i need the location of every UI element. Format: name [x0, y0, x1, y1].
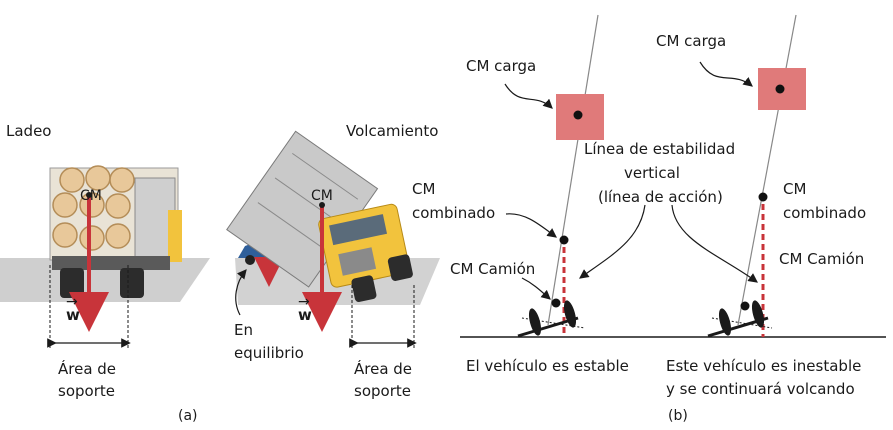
- cm-combined-2-line2: combinado: [783, 204, 866, 222]
- caption-b: (b): [668, 408, 688, 424]
- panel-a: Ladeo Volcamiento CM CM w w → → Área de …: [0, 122, 440, 424]
- truck-cm-dot-2: [740, 301, 750, 311]
- cm-dot-left: [86, 192, 92, 198]
- stability-line-text-2: vertical: [624, 164, 680, 182]
- cm-combined-1-line2: combinado: [412, 204, 495, 222]
- panel-b: CM carga CM carga CM combinado CM combin…: [412, 14, 886, 424]
- support-left-line1: Área de: [58, 359, 116, 378]
- load-cm-dot-2: [775, 84, 785, 94]
- log-truck: [49, 165, 182, 298]
- tilted-axis-2: [737, 14, 797, 326]
- weight-label-right: w: [298, 306, 312, 324]
- cm-label-left: CM: [80, 188, 102, 204]
- pointer-stability-1: [579, 204, 646, 279]
- cm-dot-right: [319, 202, 325, 208]
- axle-1: [517, 300, 586, 338]
- cm-truck-label-1: CM Camión: [450, 260, 535, 278]
- cm-combined-2-line1: CM: [783, 180, 806, 198]
- equilibrium-pointer: [235, 269, 247, 316]
- cm-truck-label-2: CM Camión: [779, 250, 864, 268]
- vector-mark-left: →: [66, 294, 78, 310]
- pointer-stability-2: [671, 204, 758, 283]
- title-volcamiento: Volcamiento: [346, 122, 438, 140]
- tipping-truck: [226, 130, 413, 302]
- pointer-truck-1: [521, 277, 551, 300]
- tilted-axis-1: [547, 14, 599, 326]
- load-cm-dot-1: [573, 110, 583, 120]
- unstable-caption-line1: Este vehículo es inestable: [666, 357, 861, 375]
- combined-cm-dot-2: [758, 192, 768, 202]
- pointer-combined-1: [505, 213, 557, 238]
- cm-load-label-1: CM carga: [466, 57, 536, 75]
- pointer-cm-load-2: [699, 61, 753, 87]
- title-ladeo: Ladeo: [6, 122, 51, 140]
- equilibrium-line2: equilibrio: [234, 344, 304, 362]
- unstable-caption-line2: y se continuará volcando: [666, 380, 855, 398]
- vector-mark-right: →: [298, 294, 310, 310]
- support-right-line2: soporte: [354, 382, 411, 400]
- cm-combined-1-line1: CM: [412, 180, 435, 198]
- stable-caption: El vehículo es estable: [466, 357, 629, 375]
- combined-cm-dot-1: [559, 235, 569, 245]
- pointer-cm-load-1: [504, 83, 553, 109]
- equilibrium-line1: En: [234, 321, 253, 339]
- caption-a: (a): [178, 408, 198, 424]
- cm-load-label-2: CM carga: [656, 32, 726, 50]
- cm-label-right: CM: [311, 188, 333, 204]
- axle-2: [707, 300, 773, 338]
- stability-line-text-1: Línea de estabilidad: [584, 140, 735, 158]
- support-right-line1: Área de: [354, 359, 412, 378]
- stability-line-text-3: (línea de acción): [598, 188, 723, 206]
- truck-cm-dot-1: [551, 298, 561, 308]
- weight-label-left: w: [66, 306, 80, 324]
- support-left-line2: soporte: [58, 382, 115, 400]
